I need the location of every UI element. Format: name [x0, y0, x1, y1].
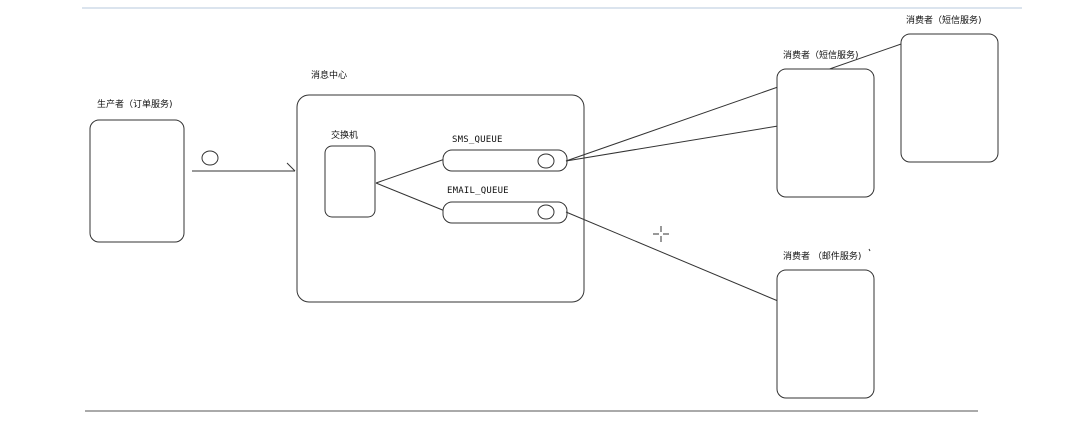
crosshair-cursor-icon	[653, 226, 669, 242]
exchange-label: 交换机	[331, 131, 359, 141]
consumer-sms-2-box[interactable]	[900, 33, 999, 163]
consumer-sms-1-label: 消费者（短信服务)	[783, 51, 859, 61]
consumer-email-box[interactable]	[776, 269, 875, 399]
exchange-to-email-line	[375, 182, 446, 212]
message-center-label: 消息中心	[311, 71, 348, 81]
consumer-sms-2-label: 消费者（短信服务)	[906, 16, 982, 26]
message-token	[201, 150, 219, 166]
email-queue-label: EMAIL_QUEUE	[447, 186, 509, 196]
label-tick-mark	[868, 248, 871, 252]
producer-box[interactable]	[89, 119, 185, 243]
email-to-consumer-line	[565, 211, 779, 302]
sms-queue-token	[537, 153, 555, 169]
consumer-sms-1-box[interactable]	[776, 68, 875, 198]
exchange-box[interactable]	[324, 145, 376, 218]
sms-queue-label: SMS_QUEUE	[452, 135, 503, 145]
consumer-email-label: 消费者 （邮件服务)	[783, 252, 862, 262]
producer-label: 生产者（订单服务)	[97, 100, 173, 110]
producer-arrow-head	[286, 162, 296, 172]
email-queue-token	[537, 204, 555, 220]
sms-to-consumer-1-line	[565, 125, 779, 162]
sms-to-consumer-2-line	[565, 42, 905, 162]
exchange-to-sms-line	[375, 158, 446, 184]
